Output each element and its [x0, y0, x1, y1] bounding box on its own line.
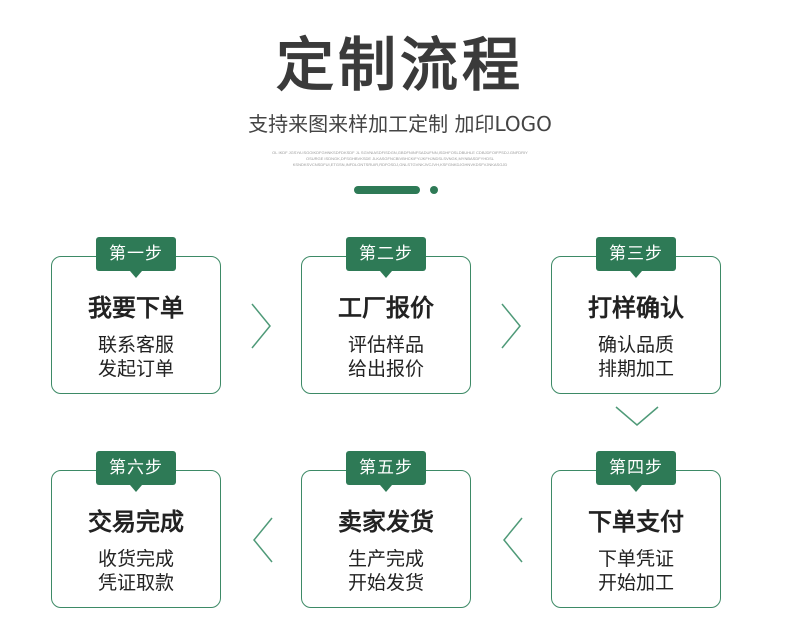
step-detail: 凭证取款: [97, 572, 174, 594]
step-detail: 生产完成: [347, 548, 424, 570]
step-badge: 第三步: [596, 237, 676, 278]
step-title: 打样确认: [588, 294, 684, 322]
fine-print-line: OSURGE ISDNGK,DFSGHBVKSDE JLKASGFNCBIVBH…: [305, 156, 495, 161]
step-detail: 下单凭证: [597, 548, 674, 570]
chevron-right-icon: [251, 303, 271, 349]
step-card-2: 第二步 工厂报价 评估样品 给出报价: [301, 237, 471, 394]
step-detail: 给出报价: [347, 358, 424, 380]
step-detail: 开始发货: [347, 572, 424, 594]
chevron-left-icon: [503, 517, 523, 563]
step-badge: 第五步: [346, 451, 426, 492]
step-detail: 评估样品: [347, 334, 424, 356]
fine-print: OL IKDF JGSYA ISGOIKDFGHNKSDFDKSDF JL SG…: [240, 150, 560, 168]
step-title: 我要下单: [88, 294, 184, 322]
page-subtitle: 支持来图来样加工定制 加印LOGO: [248, 112, 552, 136]
step-title: 卖家发货: [338, 508, 434, 536]
chevron-left-icon: [253, 517, 273, 563]
decorative-bar: [354, 186, 420, 194]
fine-print-line: KSNDKSVCNSDFUI,ETGSN,INFDLGNTSRUIR,RDFOS…: [292, 162, 508, 167]
fine-print-line: OL IKDF JGSYA ISGOIKDFGHNKSDFDKSDF JL SG…: [272, 150, 528, 155]
step-badge: 第一步: [96, 237, 176, 278]
step-badge: 第二步: [346, 237, 426, 278]
step-badge: 第四步: [596, 451, 676, 492]
decorative-dot: [430, 186, 438, 194]
page-title: 定制流程: [275, 31, 524, 99]
chevron-down-icon: [615, 406, 659, 426]
step-detail: 收货完成: [97, 548, 174, 570]
step-detail: 发起订单: [97, 358, 174, 380]
step-detail: 排期加工: [597, 358, 674, 380]
chevron-right-icon: [501, 303, 521, 349]
step-card-4: 第四步 下单支付 下单凭证 开始加工: [551, 451, 721, 608]
step-detail: 联系客服: [97, 334, 174, 356]
step-card-1: 第一步 我要下单 联系客服 发起订单: [51, 237, 221, 394]
step-title: 工厂报价: [338, 294, 434, 322]
step-card-5: 第五步 卖家发货 生产完成 开始发货: [301, 451, 471, 608]
step-detail: 确认品质: [597, 334, 674, 356]
step-title: 交易完成: [88, 508, 184, 536]
step-badge: 第六步: [96, 451, 176, 492]
step-detail: 开始加工: [597, 572, 674, 594]
step-card-6: 第六步 交易完成 收货完成 凭证取款: [51, 451, 221, 608]
step-card-3: 第三步 打样确认 确认品质 排期加工: [551, 237, 721, 394]
step-title: 下单支付: [588, 508, 684, 536]
